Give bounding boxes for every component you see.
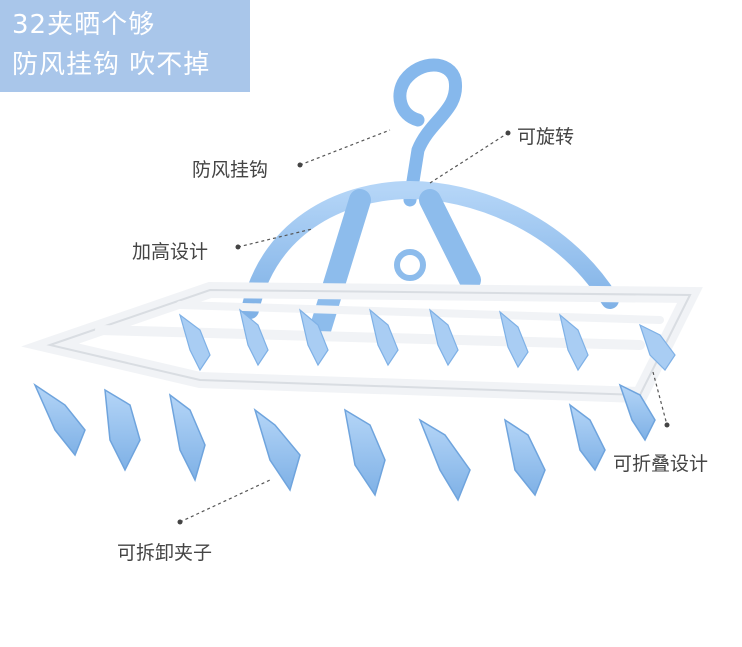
clips-back-row bbox=[178, 308, 676, 372]
banner-line-2: 防风挂钩 吹不掉 bbox=[12, 50, 211, 80]
callout-foldable-design: 可折叠设计 bbox=[613, 453, 709, 475]
center-ring bbox=[394, 249, 426, 281]
callout-raised-design: 加高设计 bbox=[132, 241, 209, 263]
leader-lines bbox=[179, 129, 668, 523]
callout-detachable-clips: 可拆卸夹子 bbox=[117, 542, 213, 564]
callout-windproof-hook: 防风挂钩 bbox=[192, 159, 269, 181]
leader-dots bbox=[177, 130, 670, 525]
clips-front-row bbox=[33, 382, 656, 502]
arch-frame bbox=[241, 180, 619, 319]
banner-line-1: 32夹晒个够 bbox=[12, 10, 156, 40]
rotating-hook bbox=[393, 58, 462, 207]
callout-rotatable: 可旋转 bbox=[517, 126, 575, 148]
folding-frame bbox=[21, 281, 703, 404]
promo-banner: 32夹晒个够 防风挂钩 吹不掉 bbox=[0, 0, 250, 92]
back-arm bbox=[419, 189, 481, 291]
